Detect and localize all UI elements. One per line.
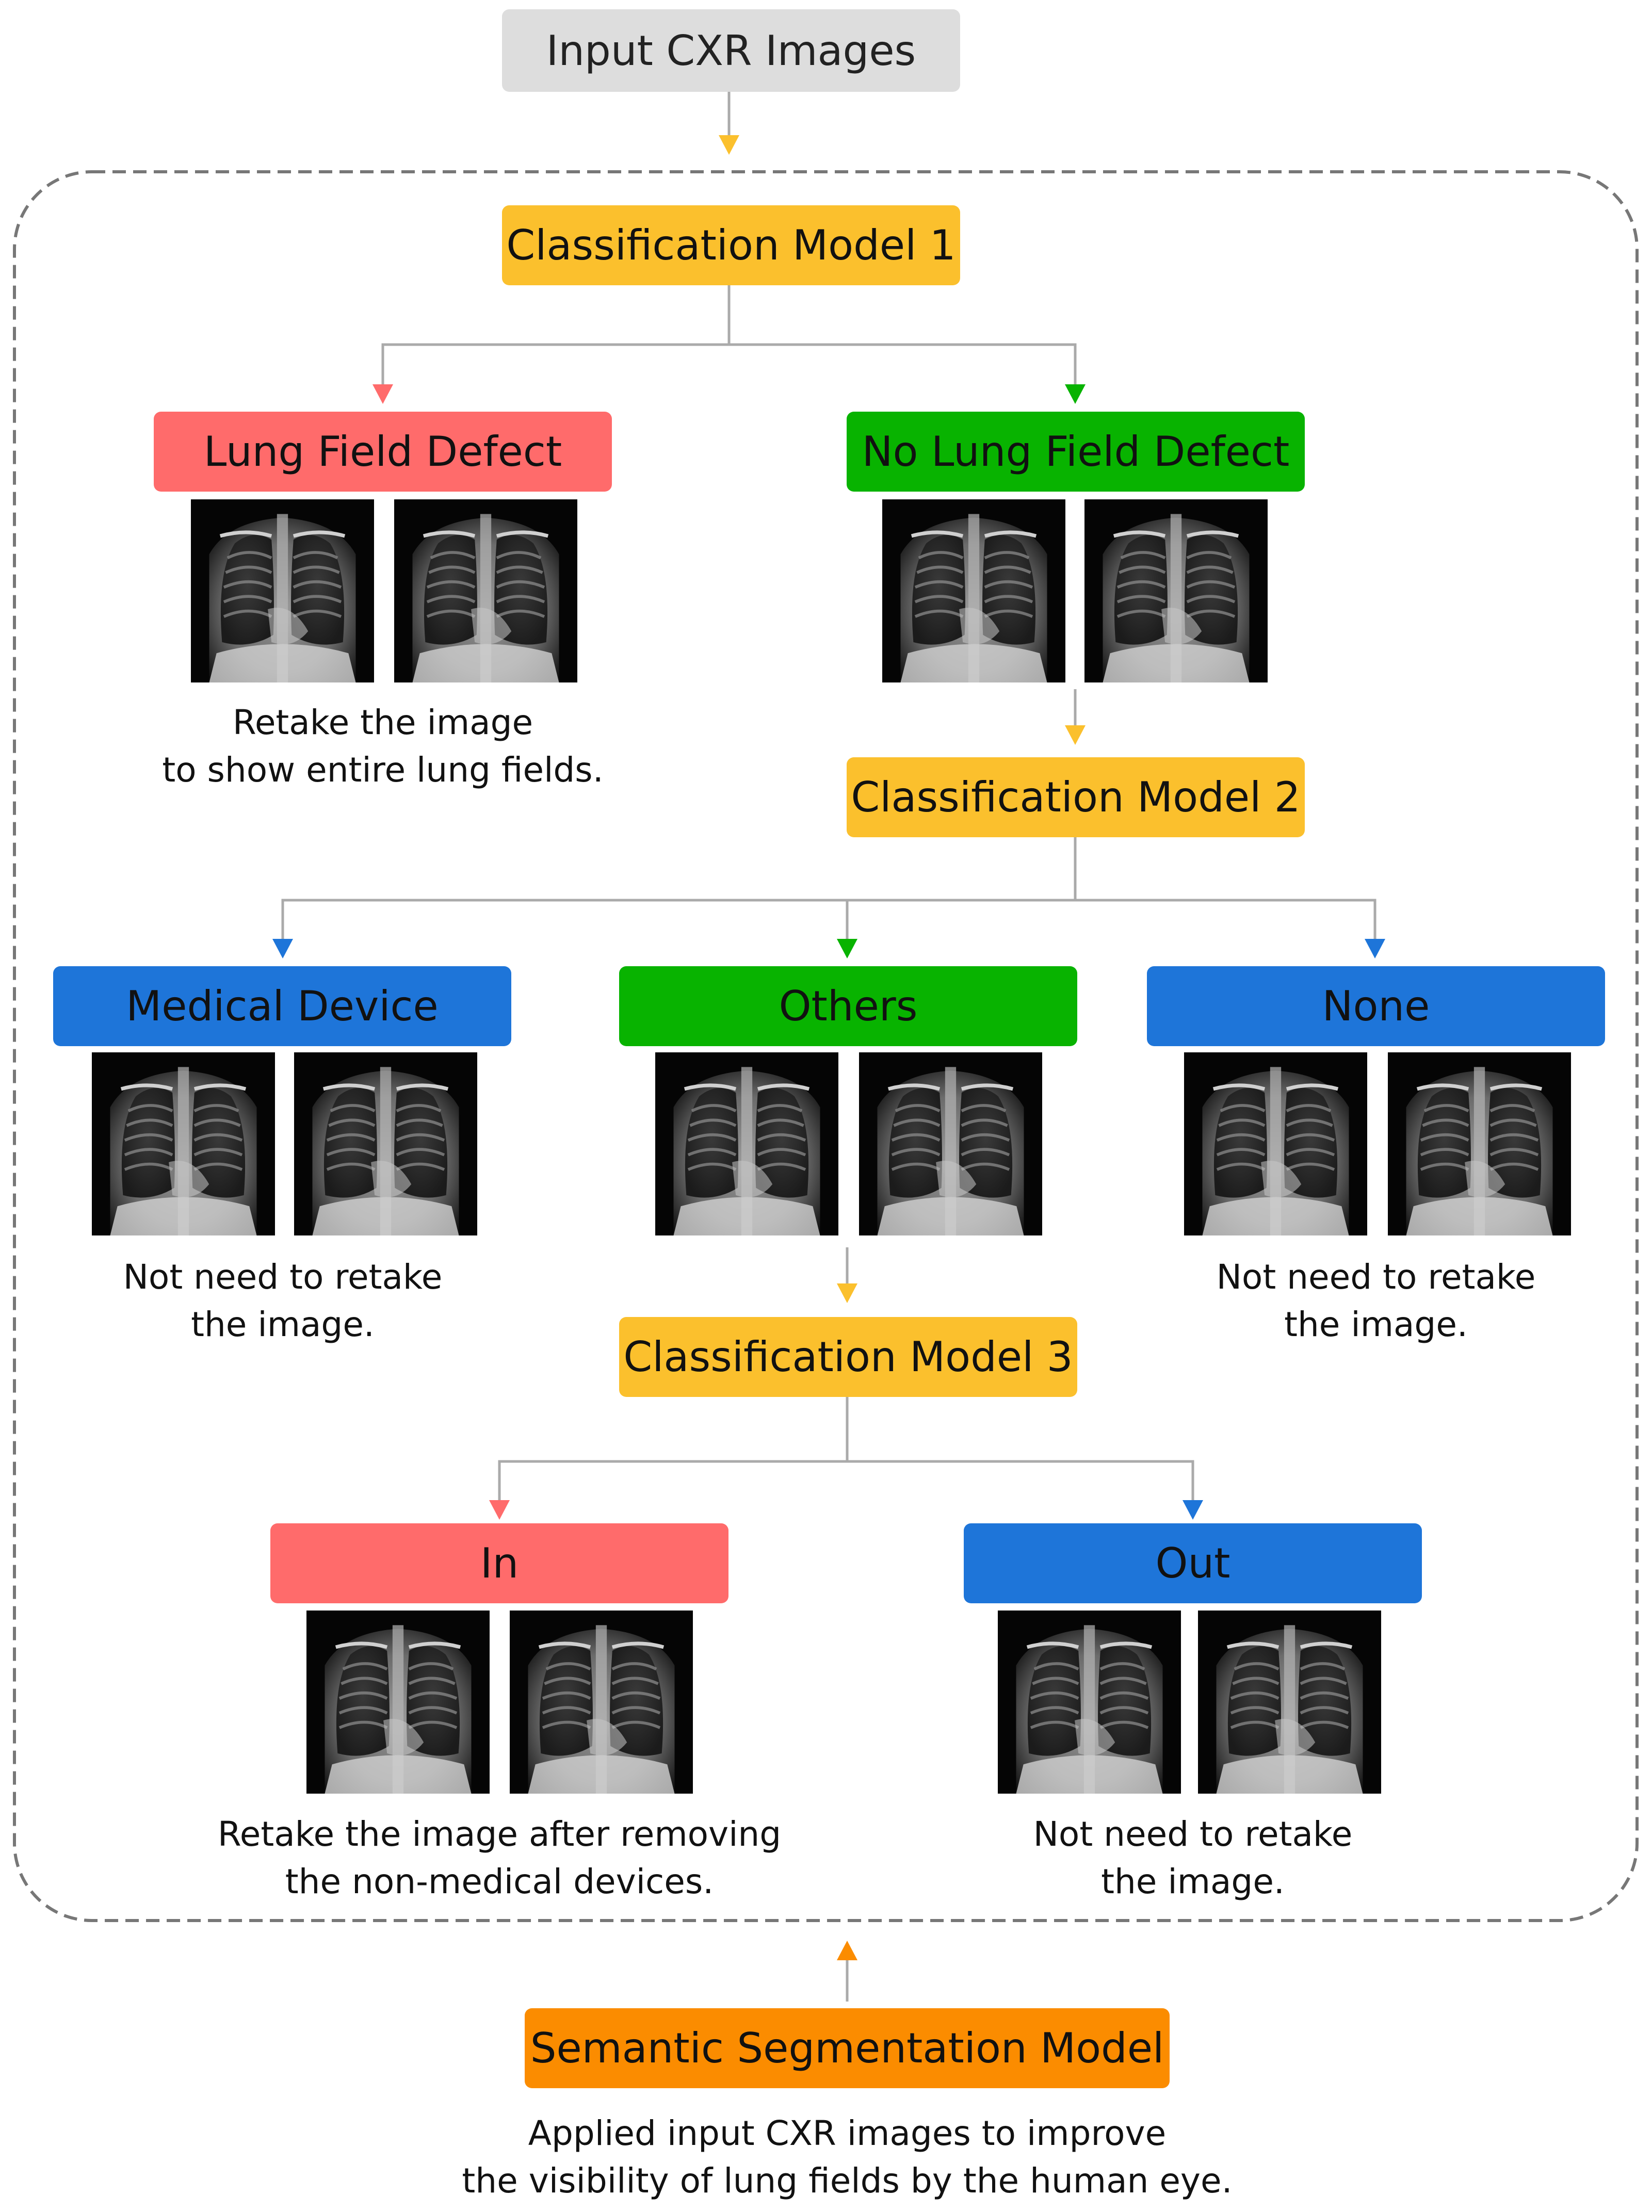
lung-field-defect-caption: Retake the image to show entire lung fie…: [125, 699, 641, 794]
lung-field-defect-label: Lung Field Defect: [203, 428, 562, 476]
chest-xray-image: [394, 499, 577, 682]
out-caption-line2: the image.: [1101, 1862, 1285, 1901]
chest-xray-image: [1198, 1611, 1381, 1794]
cxr-thumbnail-no-lung-field-defect-2: [1084, 499, 1268, 682]
semantic-segmentation-model-label: Semantic Segmentation Model: [530, 2024, 1164, 2072]
cxr-thumbnail-others-2: [859, 1052, 1042, 1235]
model3-branch-lines: [498, 1397, 1194, 1500]
chest-xray-image: [1084, 499, 1268, 682]
none-caption-line1: Not need to retake: [1216, 1257, 1536, 1297]
chest-xray-image: [882, 499, 1065, 682]
arrow-to-out: [1183, 1500, 1203, 1520]
arrow-to-others: [837, 939, 857, 958]
none-label: None: [1322, 982, 1430, 1030]
chest-xray-image: [92, 1052, 275, 1235]
cxr-thumbnail-lung-field-defect-1: [191, 499, 374, 682]
chest-xray-image: [1388, 1052, 1571, 1235]
chest-xray-image: [191, 499, 374, 682]
none-box: None: [1147, 966, 1605, 1046]
chest-xray-image: [655, 1052, 838, 1235]
model2-arrow: [1065, 689, 1086, 745]
cxr-thumbnail-none-2: [1388, 1052, 1571, 1235]
input-arrow: [719, 92, 739, 155]
chest-xray-image: [306, 1611, 490, 1794]
classification-model-3-label: Classification Model 3: [623, 1333, 1073, 1381]
out-caption-line1: Not need to retake: [1033, 1814, 1353, 1854]
segmentation-caption: Applied input CXR images to improve the …: [434, 2110, 1260, 2205]
arrow-to-lung-field-defect: [372, 384, 393, 404]
classification-model-2-label: Classification Model 2: [851, 773, 1301, 821]
cxr-thumbnail-none-1: [1184, 1052, 1367, 1235]
out-caption: Not need to retake the image.: [986, 1811, 1399, 1906]
semantic-segmentation-model-box: Semantic Segmentation Model: [525, 2008, 1170, 2088]
model1-branch-lines: [381, 285, 1077, 384]
in-caption: Retake the image after removing the non-…: [190, 1811, 809, 1906]
in-label: In: [480, 1539, 519, 1587]
in-box: In: [270, 1523, 728, 1603]
medical-device-caption-line2: the image.: [191, 1305, 375, 1344]
arrow-to-in: [489, 1500, 510, 1520]
classification-model-3-box: Classification Model 3: [619, 1317, 1077, 1397]
classification-model-1-label: Classification Model 1: [506, 221, 956, 269]
segmentation-arrow: [837, 1941, 857, 2002]
in-caption-line2: the non-medical devices.: [285, 1862, 714, 1901]
none-caption: Not need to retake the image.: [1170, 1254, 1582, 1348]
medical-device-caption: Not need to retake the image.: [76, 1254, 489, 1348]
out-label: Out: [1155, 1539, 1230, 1587]
cxr-thumbnail-medical-device-2: [294, 1052, 477, 1235]
input-cxr-images-box: Input CXR Images: [502, 9, 960, 92]
cxr-thumbnail-medical-device-1: [92, 1052, 275, 1235]
arrow-to-none: [1365, 939, 1385, 958]
none-caption-line2: the image.: [1284, 1305, 1468, 1344]
chest-xray-image: [998, 1611, 1181, 1794]
others-box: Others: [619, 966, 1077, 1046]
chest-xray-image: [1184, 1052, 1367, 1235]
model3-arrow: [837, 1247, 857, 1303]
lung-field-defect-box: Lung Field Defect: [154, 412, 612, 492]
model2-branch-lines: [281, 837, 1376, 939]
cxr-thumbnail-out-1: [998, 1611, 1181, 1794]
cxr-thumbnail-out-2: [1198, 1611, 1381, 1794]
arrow-to-medical-device: [272, 939, 293, 958]
arrow-to-no-lung-field-defect: [1065, 384, 1086, 404]
cxr-thumbnail-others-1: [655, 1052, 838, 1235]
medical-device-label: Medical Device: [126, 982, 439, 1030]
input-cxr-images-label: Input CXR Images: [546, 26, 916, 75]
no-lung-field-defect-label: No Lung Field Defect: [862, 428, 1290, 476]
cxr-thumbnail-lung-field-defect-2: [394, 499, 577, 682]
cxr-thumbnail-no-lung-field-defect-1: [882, 499, 1065, 682]
medical-device-box: Medical Device: [53, 966, 511, 1046]
cxr-thumbnail-in-2: [510, 1611, 693, 1794]
others-label: Others: [779, 982, 918, 1030]
chest-xray-image: [510, 1611, 693, 1794]
out-box: Out: [964, 1523, 1422, 1603]
pipeline-dashed-border: [13, 170, 1639, 1922]
classification-model-1-box: Classification Model 1: [502, 205, 960, 285]
segmentation-caption-line1: Applied input CXR images to improve: [528, 2113, 1167, 2153]
chest-xray-image: [294, 1052, 477, 1235]
lung-field-defect-caption-line2: to show entire lung fields.: [162, 750, 604, 790]
segmentation-caption-line2: the visibility of lung fields by the hum…: [462, 2161, 1233, 2201]
classification-model-2-box: Classification Model 2: [847, 757, 1305, 837]
medical-device-caption-line1: Not need to retake: [123, 1257, 443, 1297]
cxr-thumbnail-in-1: [306, 1611, 490, 1794]
chest-xray-image: [859, 1052, 1042, 1235]
in-caption-line1: Retake the image after removing: [217, 1814, 782, 1854]
lung-field-defect-caption-line1: Retake the image: [232, 703, 533, 742]
no-lung-field-defect-box: No Lung Field Defect: [847, 412, 1305, 492]
